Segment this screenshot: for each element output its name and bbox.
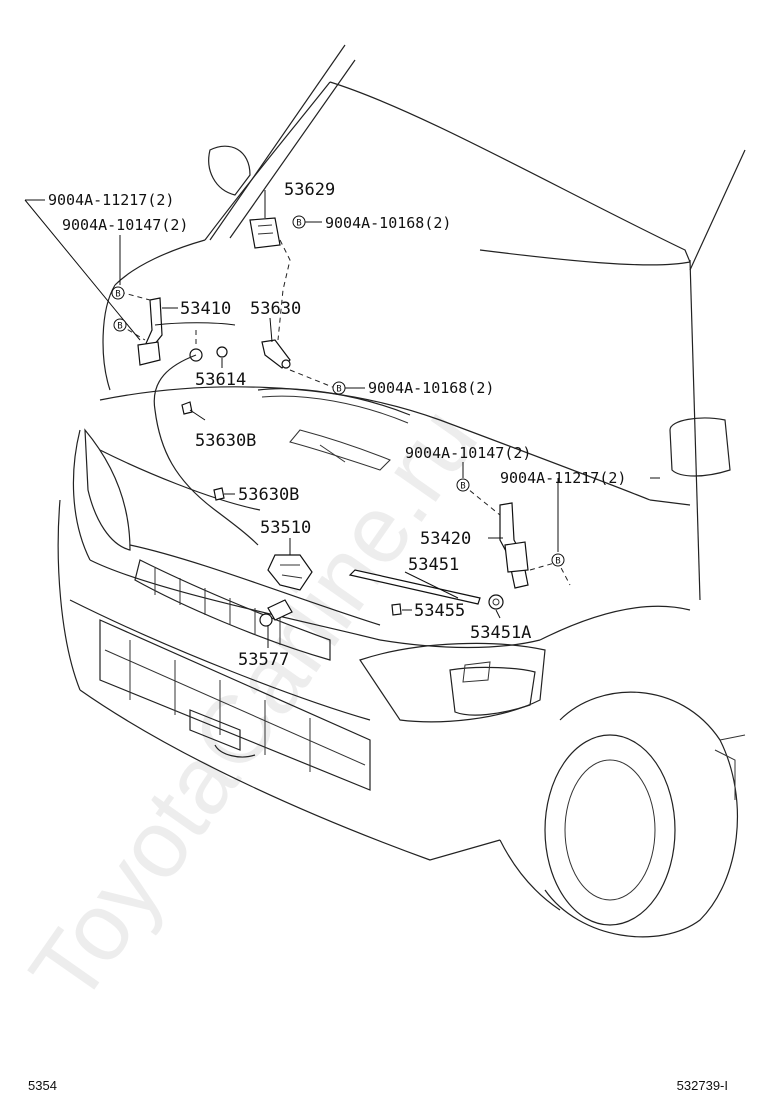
label-53630b-upper: 53630B [195,431,256,451]
part-53451-support-rod [348,569,481,605]
part-53629-bracket [249,217,281,249]
svg-text:B: B [115,290,120,300]
footer-page-code: 5354 [28,1078,57,1093]
part-53630-hood-support [261,339,291,369]
watermark: ToyotaCarline.ru [10,388,499,1022]
label-53420: 53420 [420,529,471,549]
label-53629: 53629 [284,180,335,200]
part-53630b-lower-clip [213,487,225,501]
part-53577-bolt [259,599,293,627]
label-53630: 53630 [250,299,301,319]
bolt-marker-right-hinge: B [456,478,470,492]
leader-lines [24,190,660,648]
part-53614-clip [189,346,228,362]
label-53410: 53410 [180,299,231,319]
bolt-marker-top: B [292,215,306,229]
label-9004a-10147-right: 9004A-10147(2) [405,444,531,462]
label-9004a-10168-mid: 9004A-10168(2) [368,379,494,397]
label-53510: 53510 [260,518,311,538]
bolt-marker-left-lower: B [113,318,127,332]
bolt-marker-right: B [551,553,565,567]
part-53410-hinge-left [137,297,163,366]
label-53451: 53451 [408,555,459,575]
label-53614: 53614 [195,370,246,390]
label-9004a-10147-left: 9004A-10147(2) [62,216,188,234]
label-9004a-11217-left: 9004A-11217(2) [48,191,174,209]
label-9004a-10168-top: 9004A-10168(2) [325,214,451,232]
svg-text:B: B [296,219,301,229]
part-53420-hinge-right [499,502,529,589]
svg-text:B: B [117,322,122,332]
vehicle-outline [57,44,746,938]
bolt-marker-left-upper: B [111,286,125,300]
part-53510-lock [267,554,313,591]
svg-text:B: B [555,557,560,567]
svg-text:B: B [460,482,465,492]
label-9004a-11217-right: 9004A-11217(2) [500,469,626,487]
part-53451a-grommet [488,594,504,610]
label-53577: 53577 [238,650,289,670]
footer-figure-code: 532739-I [677,1078,728,1093]
label-53451a: 53451A [470,623,531,643]
part-labels: 9004A-11217(2) 9004A-10147(2) 53629 9004… [48,180,626,670]
part-53630b-upper-clip [181,401,193,415]
svg-text:B: B [336,385,341,395]
part-53455-clip [391,603,402,616]
part-53510-hood-release-cable [153,354,259,546]
bolt-marker-mid: B [332,381,346,395]
label-53455: 53455 [414,601,465,621]
label-53630b-lower: 53630B [238,485,299,505]
